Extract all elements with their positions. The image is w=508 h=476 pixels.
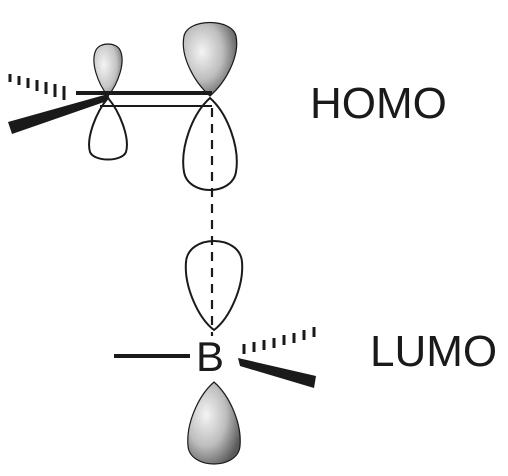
homo-right-lower-lobe: [182, 96, 238, 191]
homo-left-upper-lobe: [93, 43, 123, 97]
hashed-bond-left-alkene: [8, 74, 66, 100]
boron-wedge-bond: [238, 358, 316, 388]
homo-right-upper-lobe: [182, 22, 238, 97]
lumo-lower-lobe: [187, 381, 241, 465]
homo-left-lower-lobe: [88, 96, 128, 161]
lumo-upper-lobe: [184, 240, 244, 332]
homo-label: HOMO: [310, 79, 447, 128]
boron-atom-label: B: [196, 333, 225, 380]
alkene-double-bond: [76, 91, 212, 107]
boron-hashed-bond: [242, 327, 316, 354]
lumo-label: LUMO: [370, 327, 498, 376]
wedge-bond-left-alkene: [8, 94, 110, 134]
